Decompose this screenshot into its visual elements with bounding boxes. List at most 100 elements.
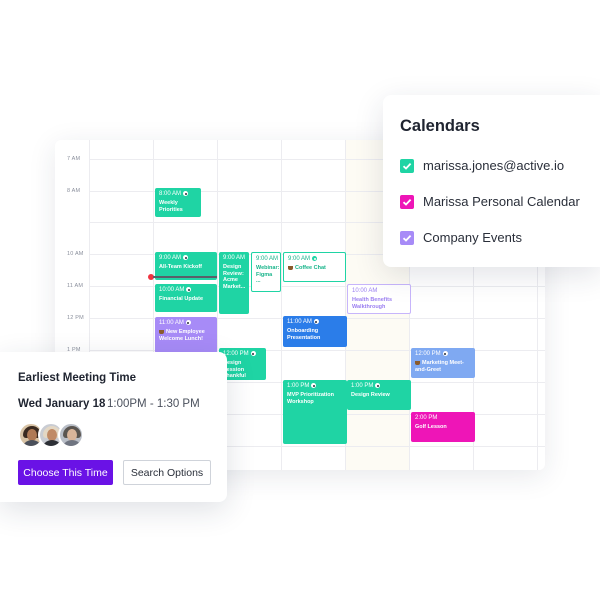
event-title: Design Session Thankful Lunch <box>223 360 246 380</box>
event-golf-lesson[interactable]: 2:00 PM Golf Lesson <box>411 412 475 442</box>
event-marketing-meet-and-greet[interactable]: 12:00 PM Marketing Meet-and-Greet <box>411 348 475 378</box>
event-new-employee-welcome-lunch[interactable]: 11:00 AM New Employee Welcome Lunch! <box>155 317 217 353</box>
grid-line <box>473 140 474 470</box>
event-time: 11:00 AM <box>159 320 184 327</box>
checkbox-checked-icon[interactable] <box>400 158 414 173</box>
event-time: 12:00 PM <box>415 351 441 358</box>
calendar-item-label: Company Events <box>423 230 522 245</box>
event-time: 10:00 AM <box>159 287 185 294</box>
event-onboarding-presentation[interactable]: 11:00 AM Onboarding Presentation <box>283 316 347 347</box>
time-label: 7 AM <box>67 156 81 162</box>
earliest-meeting-panel: Earliest Meeting Time Wed January 18 1:0… <box>0 352 227 502</box>
event-all-team-kickoff[interactable]: 9:00 AM All-Team Kickoff <box>155 252 217 280</box>
calendars-title: Calendars <box>400 117 480 135</box>
event-time: 11:00 AM <box>287 319 312 326</box>
event-title: Coffee Chat <box>295 265 326 272</box>
time-label: 10 AM <box>67 251 84 257</box>
coffee-icon <box>288 265 293 270</box>
meeting-date: Wed January 18 <box>18 398 106 410</box>
time-label: 8 AM <box>67 188 81 194</box>
event-coffee-chat[interactable]: 9:00 AM Coffee Chat <box>283 252 346 282</box>
event-title: Onboarding Presentation <box>287 328 321 341</box>
event-title: All-Team Kickoff <box>159 264 202 271</box>
event-time: 8:00 AM <box>159 191 182 198</box>
event-design-review[interactable]: 1:00 PM Design Review <box>347 380 411 410</box>
event-mvp-prioritization-workshop[interactable]: 1:00 PM MVP Prioritization Workshop <box>283 380 347 444</box>
avatar <box>58 422 84 448</box>
video-icon <box>313 319 319 324</box>
event-title: Marketing Meet-and-Greet <box>415 360 464 373</box>
event-title: Design Review <box>351 392 390 399</box>
calendars-panel: Calendars marissa.jones@active.io Mariss… <box>383 95 600 267</box>
event-time: 9:00 AM <box>159 255 182 262</box>
event-time: 9:00 AM <box>223 255 246 261</box>
attendee-avatars <box>18 422 98 448</box>
event-time: 9:00 AM <box>288 256 311 263</box>
time-label: 11 AM <box>67 283 84 289</box>
grid-line <box>89 140 90 470</box>
grid-line <box>89 350 545 351</box>
event-financial-update[interactable]: 10:00 AM Financial Update <box>155 284 217 312</box>
checkbox-checked-icon[interactable] <box>400 194 414 209</box>
event-title: Weekly Priorities <box>159 200 183 213</box>
grid-line <box>89 446 545 447</box>
video-icon <box>250 351 256 356</box>
grid-line <box>89 222 545 223</box>
event-time: 9:00 AM <box>256 256 279 262</box>
calendar-item-personal[interactable]: Marissa Personal Calendar <box>400 194 580 209</box>
event-title: Design Review: Acme Market... <box>223 264 246 290</box>
calendar-item-label: Marissa Personal Calendar <box>423 194 580 209</box>
video-icon <box>186 287 192 292</box>
video-icon <box>442 351 448 356</box>
avatar-body <box>62 440 82 446</box>
event-title: Golf Lesson <box>415 424 447 430</box>
avatar-face <box>47 429 57 441</box>
grid-line <box>89 159 545 160</box>
event-webinar-figma[interactable]: 9:00 AM Webinar: Figma ... <box>251 252 281 292</box>
checkbox-checked-icon[interactable] <box>400 230 414 245</box>
video-icon <box>183 191 189 196</box>
event-time: 10:00 AM <box>352 288 378 294</box>
avatar-face <box>27 429 37 441</box>
meeting-time-range: 1:00PM - 1:30 PM <box>107 398 200 410</box>
choose-this-time-button[interactable]: Choose This Time <box>18 460 113 485</box>
event-time: 12:00 PM <box>223 351 249 358</box>
food-icon <box>415 360 420 365</box>
grid-line <box>537 140 538 470</box>
time-label: 12 PM <box>67 315 84 321</box>
event-time: 2:00 PM <box>415 415 438 421</box>
video-icon <box>185 320 191 325</box>
event-time: 1:00 PM <box>287 383 310 390</box>
event-weekly-priorities[interactable]: 8:00 AM Weekly Priorities <box>155 188 201 217</box>
calendar-item-work[interactable]: marissa.jones@active.io <box>400 158 564 173</box>
time-label: 1 PM <box>67 347 81 353</box>
video-icon <box>183 255 189 260</box>
search-options-button[interactable]: Search Options <box>123 460 211 485</box>
grid-line <box>89 191 545 192</box>
current-time-dot <box>148 274 154 280</box>
event-design-review-acme[interactable]: 9:00 AM Design Review: Acme Market... <box>219 252 249 314</box>
event-time: 1:00 PM <box>351 383 374 390</box>
grid-line <box>153 140 154 470</box>
event-title: MVP Prioritization Workshop <box>287 392 334 405</box>
avatar-face <box>67 429 77 441</box>
avatar <box>18 422 44 448</box>
calendar-item-company-events[interactable]: Company Events <box>400 230 522 245</box>
meeting-panel-title: Earliest Meeting Time <box>18 372 137 384</box>
grid-line <box>345 140 346 470</box>
event-title: Health Benefits Walkthrough <box>352 297 393 310</box>
video-icon <box>312 256 318 261</box>
grid-line <box>281 140 282 470</box>
event-title: Financial Update <box>159 296 204 303</box>
avatar-body <box>42 440 62 446</box>
current-time-line <box>153 276 217 278</box>
video-icon <box>375 383 381 388</box>
avatar <box>38 422 64 448</box>
video-icon <box>311 383 317 388</box>
grid-line <box>217 140 218 470</box>
event-health-benefits-walkthrough[interactable]: 10:00 AM Health Benefits Walkthrough <box>347 284 411 314</box>
grid-line <box>89 286 545 287</box>
event-title: Webinar: Figma ... <box>256 265 280 284</box>
avatar-body <box>22 440 42 446</box>
lunch-icon <box>159 329 164 334</box>
